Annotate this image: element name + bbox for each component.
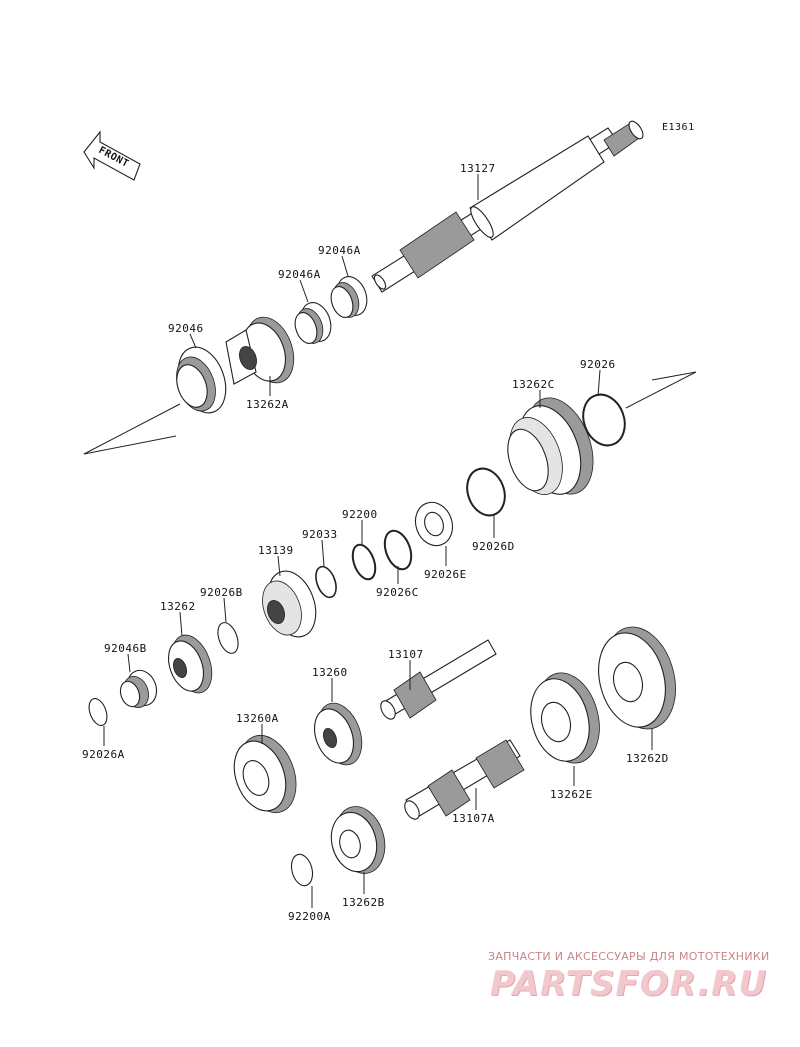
output-shaft-13127	[371, 120, 644, 293]
circlip-92026C	[383, 529, 413, 571]
needle-bearing-92046A-2	[294, 302, 332, 344]
label-92026B: 92026B	[200, 586, 243, 599]
gear-13260	[314, 702, 363, 766]
gear-13262C	[507, 397, 594, 495]
circlip-92026	[582, 393, 626, 447]
washer-92026B	[217, 622, 239, 654]
label-13260A: 13260A	[236, 712, 279, 725]
watermark-tagline: ЗАПЧАСТИ И АКСЕССУАРЫ ДЛЯ МОТОТЕХНИКИ	[488, 950, 770, 963]
washer-92200A	[290, 853, 314, 887]
front-arrow-icon: FRONT	[83, 130, 141, 181]
label-92026A: 92026A	[82, 748, 125, 761]
lock-washer-92026E	[414, 501, 454, 547]
dog-gear-13139	[262, 570, 317, 638]
label-92033: 92033	[302, 528, 338, 541]
shaft-13107	[380, 639, 497, 720]
label-92046A-1: 92046A	[318, 244, 361, 257]
watermark-logo: PARTSFOR.RU	[490, 964, 768, 1004]
label-13139: 13139	[258, 544, 294, 557]
label-92200A: 92200A	[288, 910, 331, 923]
label-92026E: 92026E	[424, 568, 467, 581]
circlip-92033	[315, 565, 337, 599]
shaft-13107A	[404, 739, 525, 820]
label-92200: 92200	[342, 508, 378, 521]
gear-13262E	[530, 672, 600, 764]
gear-13262D	[598, 626, 676, 730]
needle-bearing-92046A-1	[330, 276, 368, 318]
leader-lines	[103, 174, 653, 908]
label-92026C: 92026C	[376, 586, 419, 599]
label-13262C: 13262C	[512, 378, 555, 391]
label-92026: 92026	[580, 358, 616, 371]
gear-13262A	[225, 316, 295, 385]
label-92046: 92046	[168, 322, 204, 335]
needle-bearing-92046B	[119, 669, 158, 708]
label-13262B: 13262B	[342, 896, 385, 909]
label-92046A-2: 92046A	[278, 268, 321, 281]
circlip-92026D	[466, 467, 506, 517]
label-13262D: 13262D	[626, 752, 669, 765]
gear-13260A	[233, 734, 297, 814]
gear-13262	[167, 634, 213, 694]
label-13262: 13262	[160, 600, 196, 613]
label-92046B: 92046B	[104, 642, 147, 655]
label-13107A: 13107A	[452, 812, 495, 825]
washer-92026A	[88, 698, 108, 726]
label-13262A: 13262A	[246, 398, 289, 411]
label-13260: 13260	[312, 666, 348, 679]
gear-13262B	[330, 806, 386, 874]
label-92026D: 92026D	[472, 540, 515, 553]
diagram-code: E1361	[662, 122, 695, 133]
ball-bearing-92046	[176, 346, 227, 414]
label-13107: 13107	[388, 648, 424, 661]
label-13127: 13127	[460, 162, 496, 175]
label-13262E: 13262E	[550, 788, 593, 801]
washer-92200	[351, 543, 377, 581]
